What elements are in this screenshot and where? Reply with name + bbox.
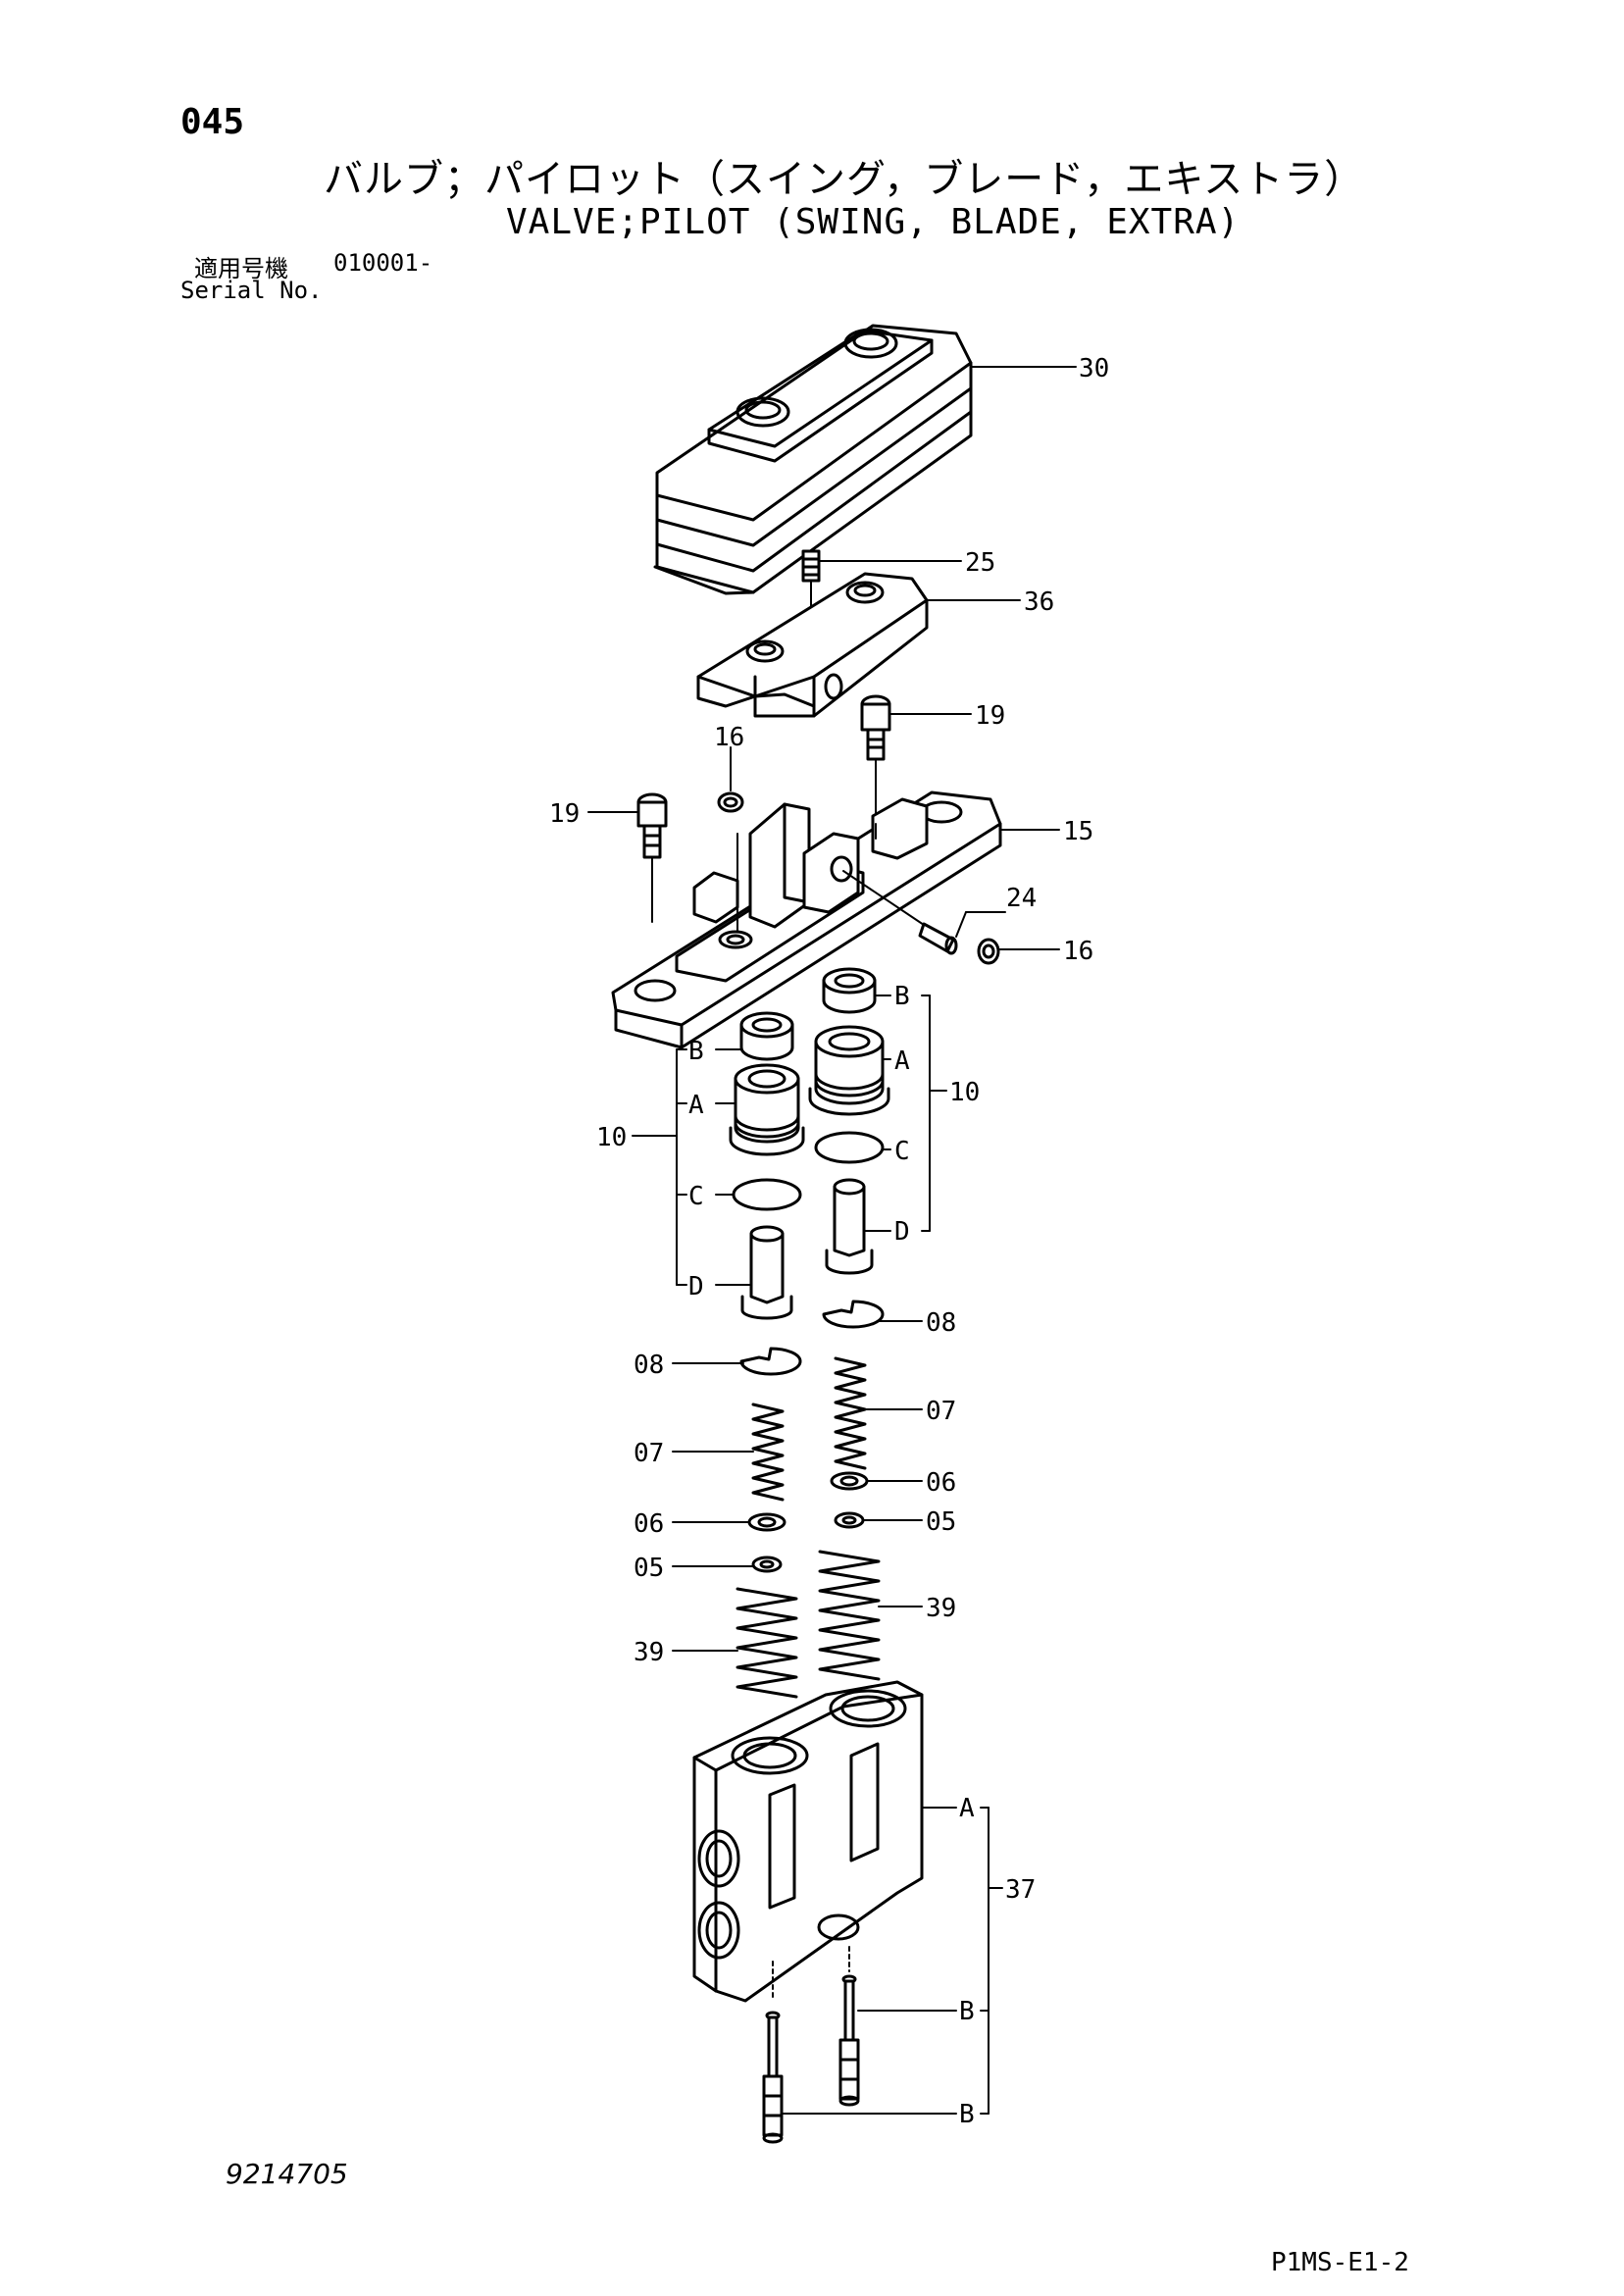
part-07-spring-right (834, 1356, 867, 1470)
part-08-retainer-right (822, 1300, 885, 1329)
part-39-spring-right (818, 1550, 881, 1681)
callout-right-D: D (894, 1217, 910, 1247)
drawing-number: 9214705 (226, 2158, 348, 2190)
callout-25: 25 (965, 548, 995, 578)
callout-16-top: 16 (714, 723, 744, 752)
callout-right-B: B (894, 982, 910, 1011)
callout-37: 37 (1005, 1875, 1036, 1905)
part-16-oring-side (977, 938, 1000, 965)
callout-07-left: 07 (634, 1439, 664, 1468)
part-08-retainer-left (739, 1347, 802, 1376)
part-19-bolt-right (860, 694, 891, 825)
callout-05-right: 05 (926, 1507, 956, 1537)
part-15-base (611, 791, 1002, 1049)
callout-right-C: C (894, 1137, 910, 1166)
part-30-boot (653, 324, 973, 595)
part-37-spool-left (762, 2011, 784, 2144)
part-07-spring-left (751, 1403, 785, 1502)
callout-10-right: 10 (949, 1078, 980, 1107)
page-code: P1MS-E1-2 (1271, 2248, 1409, 2277)
part-37-spool-right (838, 1974, 860, 2107)
callout-left-A: A (688, 1091, 704, 1120)
callout-24: 24 (1006, 884, 1037, 913)
callout-06-right: 06 (926, 1468, 956, 1498)
part-10-right-assembly (808, 967, 890, 1275)
callout-right-A: A (894, 1046, 910, 1076)
part-06-washer-left (747, 1512, 787, 1532)
callout-left-C: C (688, 1182, 704, 1211)
page-number: 045 (180, 102, 245, 142)
title-english: VALVE;PILOT (SWING, BLADE, EXTRA) (506, 202, 1241, 242)
callout-labels: 30 25 36 19 16 19 15 24 16 10 10 B A C D… (549, 354, 1109, 2129)
title-japanese: バルブ；パイロット（スイング，ブレード，エキストラ） (324, 157, 1365, 202)
callout-06-left: 06 (634, 1509, 664, 1539)
callout-10-left: 10 (596, 1123, 627, 1152)
part-10-left-assembly (729, 1011, 805, 1320)
serial-label-japanese: 適用号機 (194, 255, 288, 282)
part-06-washer-right (830, 1471, 869, 1491)
callout-39-right: 39 (926, 1594, 956, 1623)
callout-37-B-lower: B (959, 2100, 975, 2129)
part-24-pin (842, 870, 958, 955)
part-37-valve-body (692, 1680, 924, 2003)
part-05-washer-right (834, 1511, 865, 1529)
callout-37-A: A (959, 1794, 975, 1823)
callout-08-left: 08 (634, 1351, 664, 1380)
callout-left-D: D (688, 1272, 704, 1301)
callout-15: 15 (1063, 817, 1093, 846)
part-05-washer-left (751, 1556, 783, 1573)
callout-05-left: 05 (634, 1554, 664, 1583)
part-16-oring-top (717, 746, 744, 813)
part-39-spring-left (736, 1587, 798, 1699)
callout-left-B: B (688, 1037, 704, 1066)
leader-lines (587, 366, 1077, 2115)
callout-39-left: 39 (634, 1638, 664, 1667)
part-36-plate (696, 572, 929, 718)
callout-19-right: 19 (975, 701, 1005, 731)
callout-30: 30 (1079, 354, 1109, 383)
callout-08-right: 08 (926, 1308, 956, 1338)
serial-label-english: Serial No. (180, 277, 323, 304)
callout-36: 36 (1024, 587, 1054, 617)
part-19-bolt-left (636, 792, 668, 889)
callout-37-B-upper: B (959, 1997, 975, 2026)
callout-19-left: 19 (549, 799, 580, 829)
serial-number-value: 010001- (333, 249, 433, 277)
callout-07-right: 07 (926, 1397, 956, 1426)
callout-16-side: 16 (1063, 937, 1093, 966)
